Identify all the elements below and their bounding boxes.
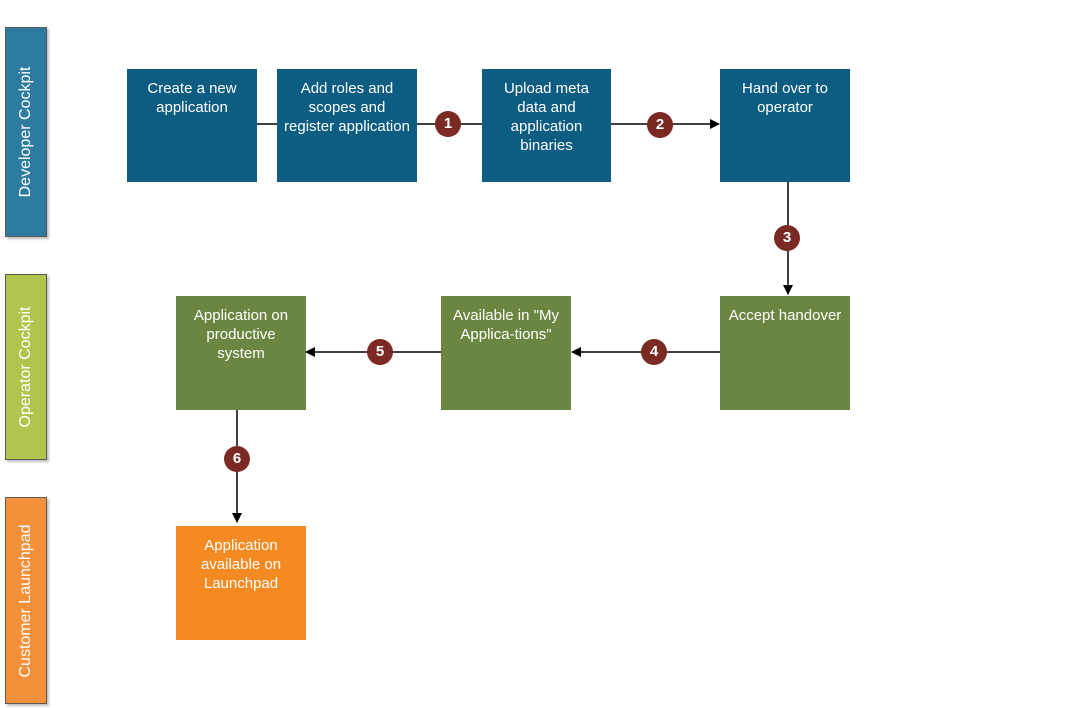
box-application-available-on-launchpad: Application available on Launchpad xyxy=(176,526,306,640)
box-label: Upload meta data and application binarie… xyxy=(503,80,590,154)
box-label: Create a new application xyxy=(147,80,237,116)
lane-operator-cockpit: Operator Cockpit xyxy=(5,274,47,460)
step-marker-6: 6 xyxy=(224,446,250,472)
box-label: Add roles and scopes and register applic… xyxy=(284,80,410,135)
step-marker-1: 1 xyxy=(435,111,461,137)
box-label: Hand over to operator xyxy=(742,80,828,116)
box-application-on-productive-system: Application on productive system xyxy=(176,296,306,410)
box-upload-meta-data: Upload meta data and application binarie… xyxy=(482,69,611,182)
lane-developer-cockpit: Developer Cockpit xyxy=(5,27,47,237)
box-label: Application available on Launchpad xyxy=(200,537,282,592)
step-marker-3: 3 xyxy=(774,225,800,251)
step-marker-2: 2 xyxy=(647,112,673,138)
box-label: Available in "My Applica-tions" xyxy=(453,307,559,343)
lane-customer-launchpad: Customer Launchpad xyxy=(5,497,47,704)
box-create-new-application: Create a new application xyxy=(127,69,257,182)
box-add-roles-and-scopes: Add roles and scopes and register applic… xyxy=(277,69,417,182)
box-hand-over-to-operator: Hand over to operator xyxy=(720,69,850,182)
box-available-in-my-applications: Available in "My Applica-tions" xyxy=(441,296,571,410)
box-label: Application on productive system xyxy=(193,307,289,362)
step-marker-5: 5 xyxy=(367,339,393,365)
box-accept-handover: Accept handover xyxy=(720,296,850,410)
box-label: Accept handover xyxy=(728,307,842,324)
step-marker-4: 4 xyxy=(641,339,667,365)
